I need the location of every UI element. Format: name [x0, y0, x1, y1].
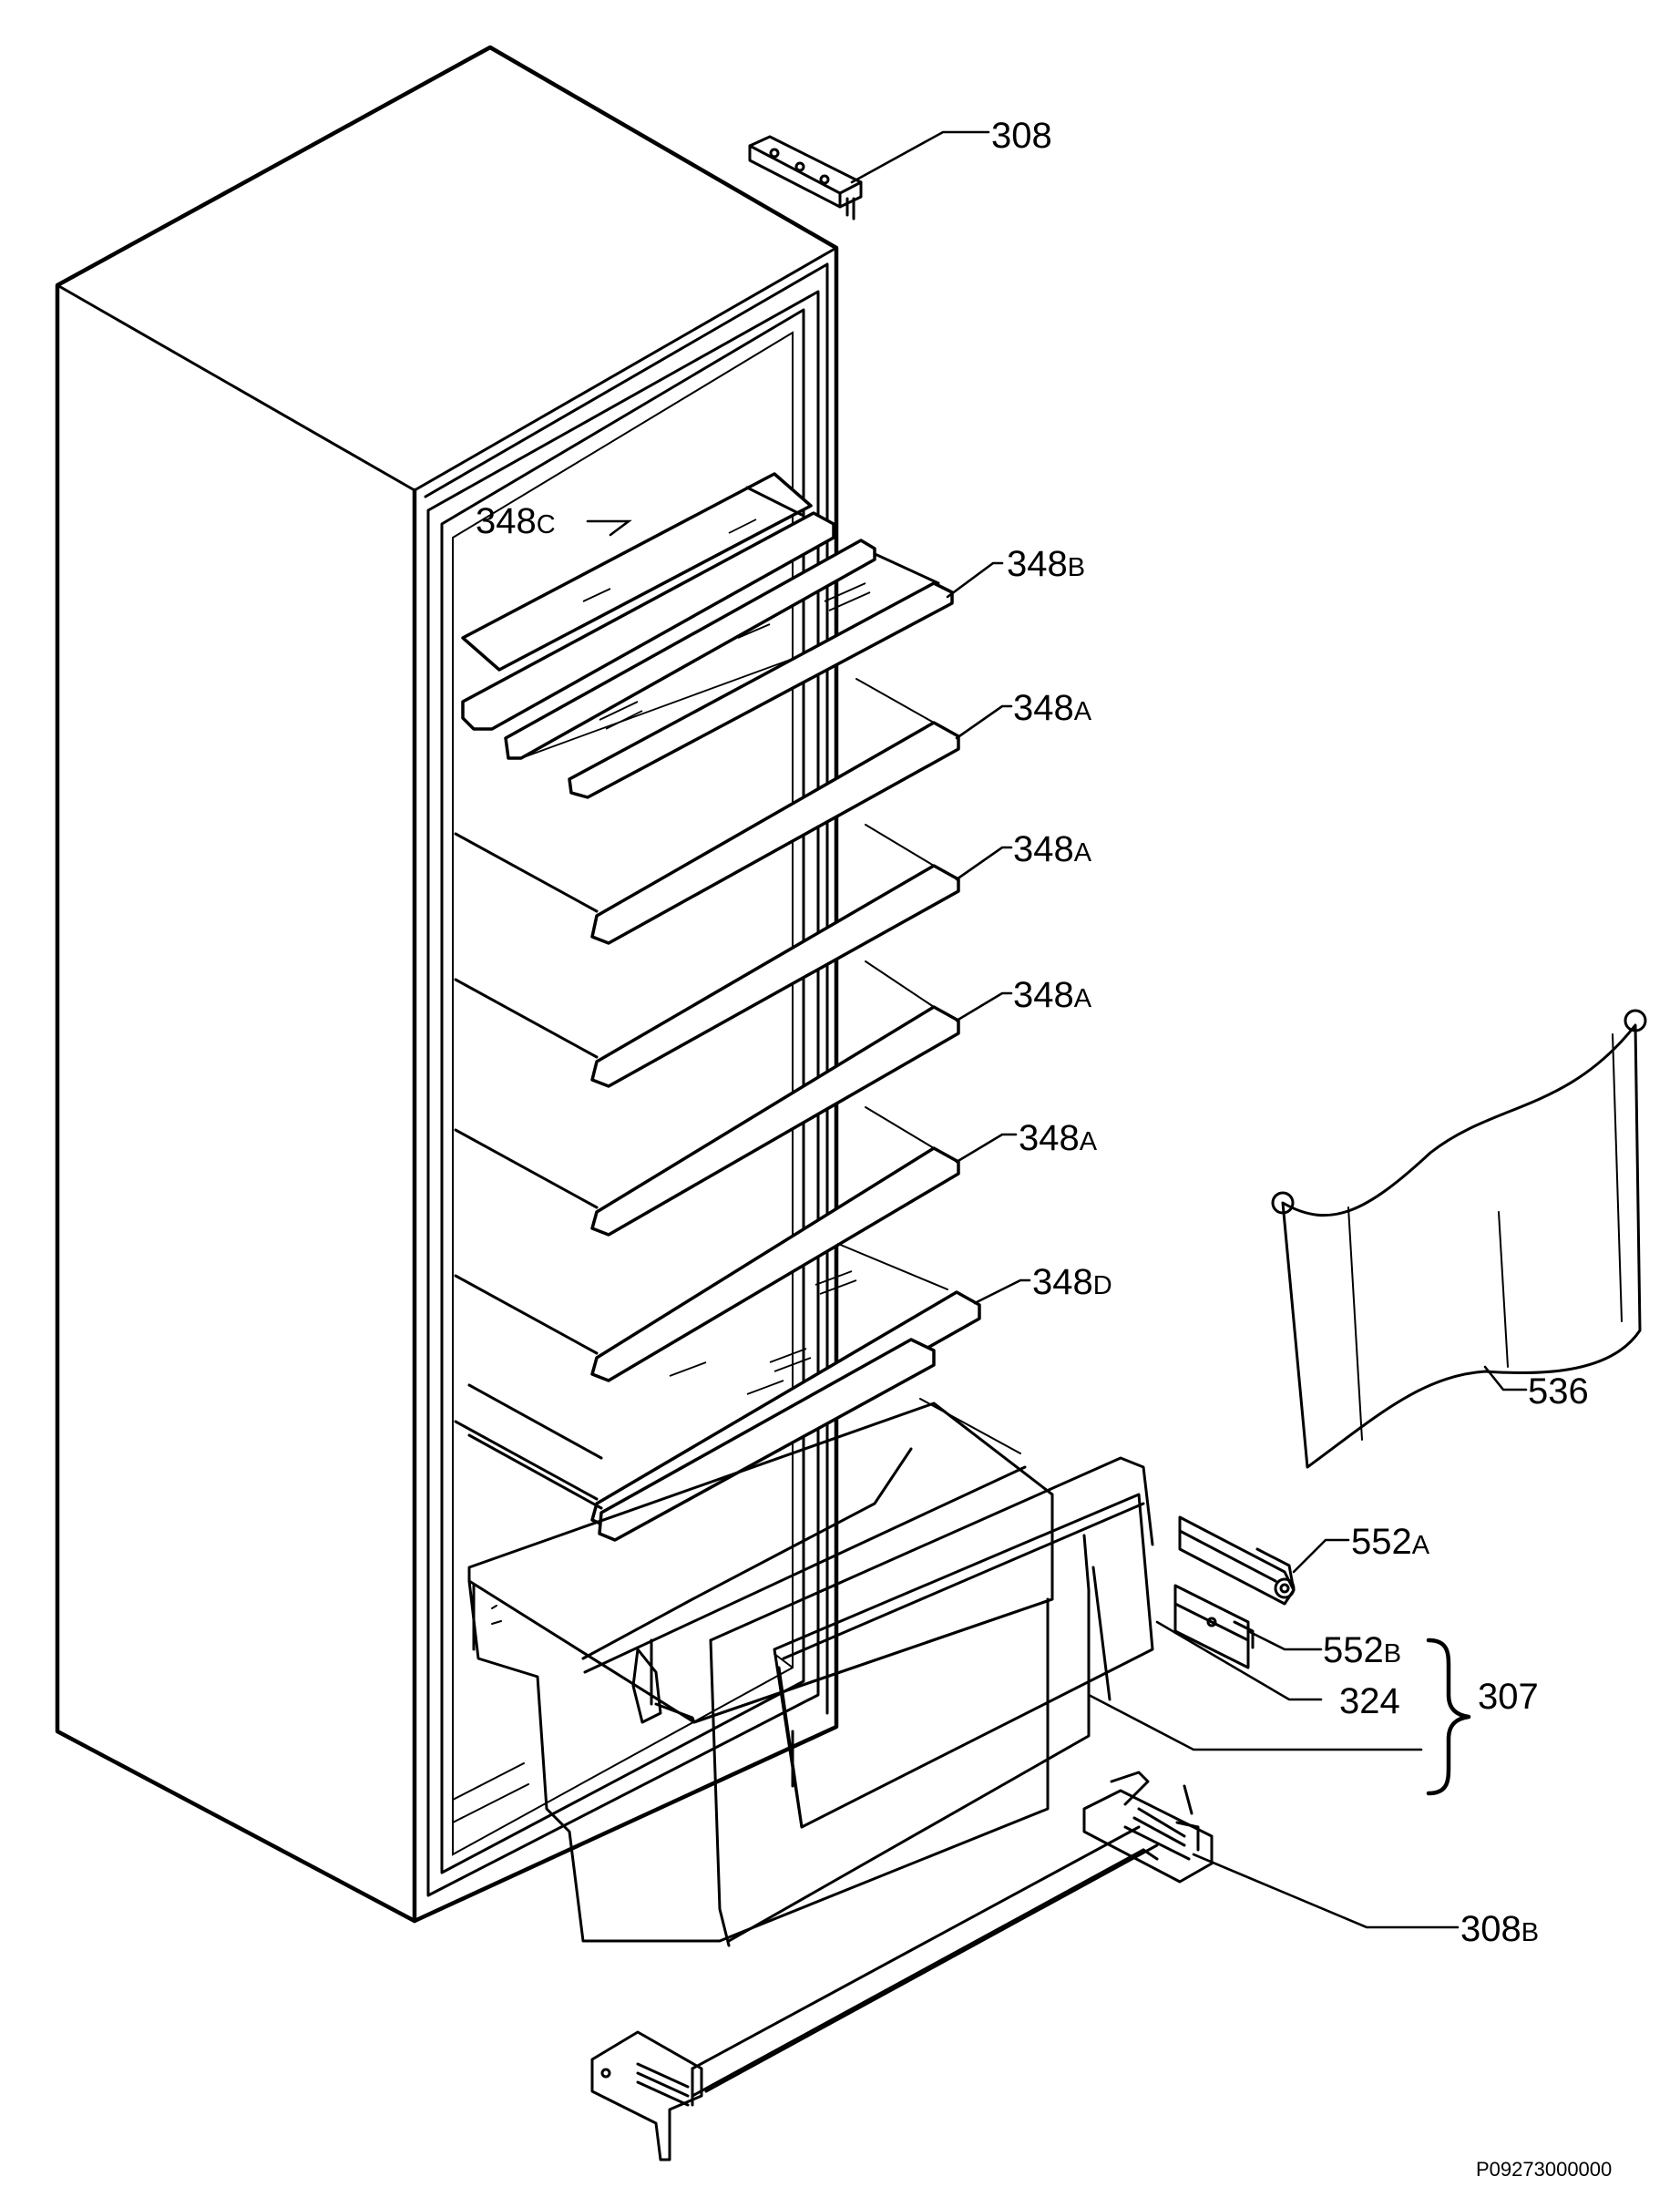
- crisper-drawer-307: [467, 1402, 1154, 1947]
- part-suffix: C: [537, 510, 556, 539]
- crisper-cover-shelf: [467, 1338, 1021, 1542]
- shelf-348a-4: [454, 1106, 960, 1382]
- part-suffix: B: [1384, 1639, 1401, 1668]
- label-307: 307: [1478, 1677, 1539, 1717]
- part-number: 536: [1528, 1371, 1589, 1412]
- drawing-code: P09273000000: [1476, 2158, 1612, 2181]
- part-suffix: A: [1412, 1531, 1430, 1560]
- shelf-348a-1: [454, 678, 960, 945]
- part-suffix: A: [1080, 1127, 1098, 1156]
- part-number: 348: [1013, 975, 1074, 1015]
- label-552b: 552B: [1323, 1630, 1401, 1670]
- shelf-348a-3: [454, 960, 960, 1237]
- part-number: 348: [476, 501, 537, 541]
- label-308b: 308B: [1460, 1909, 1539, 1949]
- part-number: 307: [1478, 1677, 1539, 1717]
- label-348a-3: 348A: [1013, 975, 1092, 1015]
- refrigerator-cabinet: [55, 45, 839, 1924]
- part-suffix: A: [1074, 838, 1092, 868]
- part-number: 348: [1032, 1262, 1093, 1302]
- bottom-hinge-308b: [590, 1771, 1214, 2161]
- part-suffix: A: [1074, 697, 1092, 726]
- label-536: 536: [1528, 1371, 1589, 1412]
- group-brace-307: [1426, 1638, 1471, 1796]
- shelf-348b: [461, 511, 954, 799]
- part-number: 348: [1013, 829, 1074, 869]
- part-number: 348: [1019, 1118, 1080, 1158]
- part-number: 348: [1007, 544, 1068, 584]
- label-348d: 348D: [1032, 1262, 1112, 1302]
- leader-lines: [586, 130, 1528, 1929]
- part-number: 308: [991, 116, 1052, 156]
- label-348a-1: 348A: [1013, 688, 1092, 728]
- slide-rail-552b: [1173, 1584, 1255, 1669]
- label-348b: 348B: [1007, 544, 1085, 584]
- part-suffix: D: [1093, 1271, 1112, 1300]
- part-number: 552: [1351, 1522, 1412, 1562]
- label-348c: 348C: [476, 501, 556, 541]
- door-bin-536: [1271, 1009, 1647, 1469]
- part-number: 324: [1339, 1681, 1400, 1721]
- part-labels: 308 348C 348B 348A 348A 348A 348A 348D 5…: [476, 116, 1589, 1949]
- part-suffix: A: [1074, 984, 1092, 1013]
- label-552a: 552A: [1351, 1522, 1430, 1562]
- label-348a-4: 348A: [1019, 1118, 1098, 1158]
- label-308: 308: [991, 116, 1052, 156]
- label-324: 324: [1339, 1681, 1400, 1721]
- part-suffix: B: [1521, 1918, 1539, 1947]
- label-348a-2: 348A: [1013, 829, 1092, 869]
- shelf-348a-2: [454, 824, 960, 1088]
- part-number: 308: [1460, 1909, 1521, 1949]
- part-number: 552: [1323, 1630, 1384, 1670]
- slide-rail-552a: [1178, 1515, 1296, 1606]
- part-suffix: B: [1068, 553, 1085, 582]
- top-hinge-308: [748, 135, 863, 221]
- part-number: 348: [1013, 688, 1074, 728]
